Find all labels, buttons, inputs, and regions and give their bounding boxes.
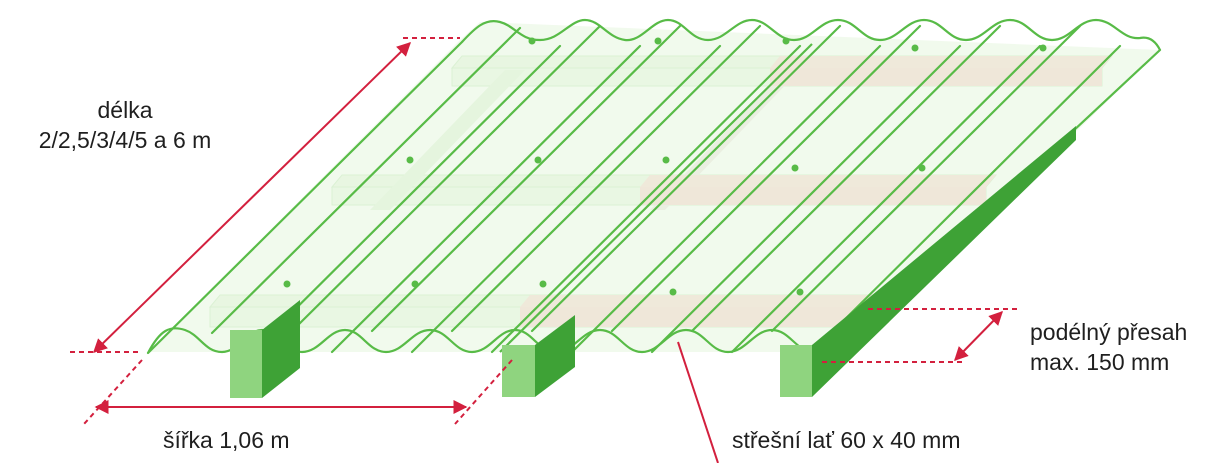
overlap-dimension	[954, 310, 1003, 362]
batten-leader	[677, 341, 719, 463]
length-label: délka 2/2,5/3/4/5 a 6 m	[0, 95, 250, 155]
length-label-line1: délka	[97, 97, 153, 123]
length-dimension	[92, 42, 412, 353]
overlap-label: podélný přesah max. 150 mm	[1030, 317, 1187, 377]
batten-label: střešní lať 60 x 40 mm	[732, 427, 961, 453]
dimension-lines	[70, 37, 1020, 463]
length-label-line2: 2/2,5/3/4/5 a 6 m	[38, 127, 212, 153]
overlap-label-line2: max. 150 mm	[1030, 349, 1170, 375]
screws	[283, 37, 1047, 296]
overlap-label-line1: podélný přesah	[1030, 319, 1188, 345]
width-label: šířka 1,06 m	[163, 427, 290, 453]
